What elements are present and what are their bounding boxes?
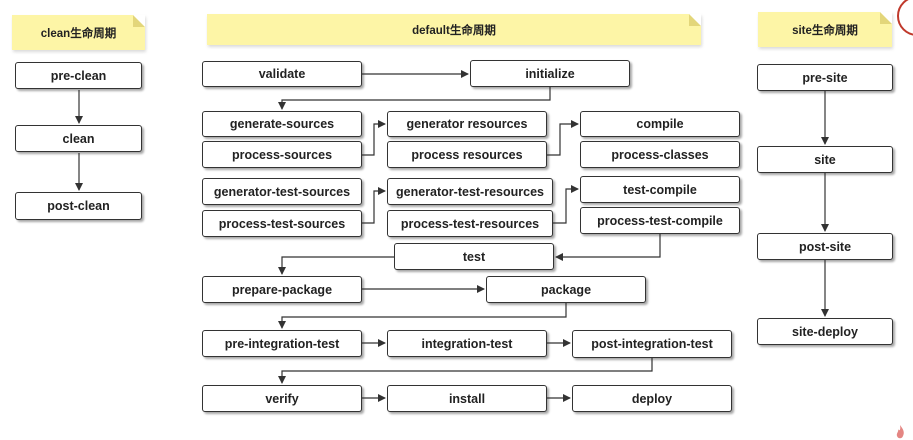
phase-site: site bbox=[757, 146, 893, 173]
logo-icon bbox=[897, 0, 913, 36]
site-lifecycle-title: site生命周期 bbox=[758, 12, 892, 47]
clean-lifecycle-title: clean生命周期 bbox=[12, 15, 145, 50]
flame-icon bbox=[896, 425, 904, 439]
phase-test-compile: test-compile bbox=[580, 176, 740, 203]
phase-generate-sources: generate-sources bbox=[202, 111, 362, 137]
phase-process-sources: process-sources bbox=[202, 141, 362, 168]
arrow-test-compile-to-test bbox=[555, 234, 661, 261]
default-lifecycle-title: default生命周期 bbox=[207, 14, 701, 45]
arrow-package-to-pre-integration-test bbox=[278, 303, 567, 329]
phase-test: test bbox=[394, 243, 554, 270]
phase-post-site: post-site bbox=[757, 233, 893, 260]
phase-post-integration-test: post-integration-test bbox=[572, 330, 732, 358]
phase-pre-clean: pre-clean bbox=[15, 62, 142, 89]
arrow-sources-to-resources bbox=[362, 120, 386, 156]
arrow-post-integration-to-verify bbox=[278, 358, 653, 384]
phase-initialize: initialize bbox=[470, 60, 630, 87]
phase-process-test-compile: process-test-compile bbox=[580, 207, 740, 234]
arrow-test-to-prepare-package bbox=[278, 256, 394, 275]
phase-process-resources: process resources bbox=[387, 141, 547, 168]
arrow-initialize-to-generate-sources bbox=[278, 87, 551, 110]
phase-compile: compile bbox=[580, 111, 740, 137]
phase-generate-test-resources: generator-test-resources bbox=[387, 178, 553, 205]
phase-verify: verify bbox=[202, 385, 362, 412]
phase-site-deploy: site-deploy bbox=[757, 318, 893, 345]
phase-pre-site: pre-site bbox=[757, 64, 893, 91]
phase-clean: clean bbox=[15, 125, 142, 152]
phase-install: install bbox=[387, 385, 547, 412]
phase-package: package bbox=[486, 276, 646, 303]
arrow-resources-to-compile bbox=[547, 120, 579, 156]
phase-generate-resources: generator resources bbox=[387, 111, 547, 137]
phase-validate: validate bbox=[202, 61, 362, 87]
phase-process-classes: process-classes bbox=[580, 141, 740, 168]
phase-integration-test: integration-test bbox=[387, 330, 547, 357]
phase-post-clean: post-clean bbox=[15, 192, 142, 220]
phase-pre-integration-test: pre-integration-test bbox=[202, 330, 362, 357]
phase-deploy: deploy bbox=[572, 385, 732, 412]
arrow-test-sources-to-test-resources bbox=[362, 187, 386, 224]
phase-generate-test-sources: generator-test-sources bbox=[202, 178, 362, 205]
phase-process-test-sources: process-test-sources bbox=[202, 210, 362, 237]
phase-prepare-package: prepare-package bbox=[202, 276, 362, 303]
phase-process-test-resources: process-test-resources bbox=[387, 210, 553, 237]
arrow-test-resources-to-test-compile bbox=[553, 185, 579, 224]
